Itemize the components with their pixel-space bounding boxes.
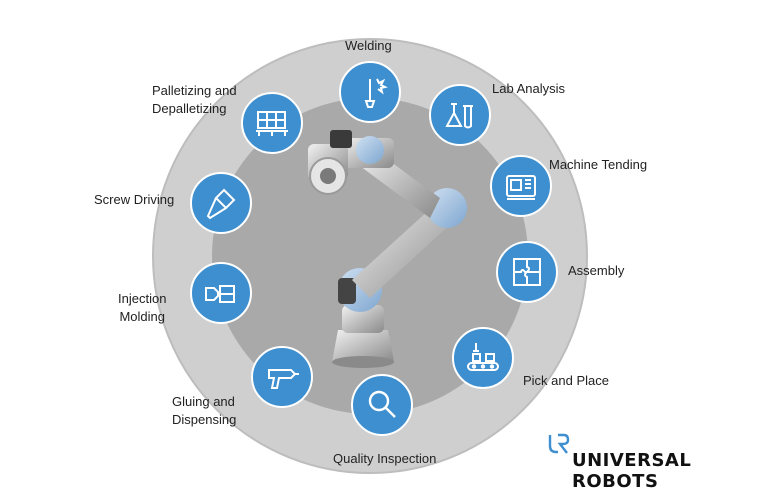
gluing-dispensing-node bbox=[251, 346, 313, 408]
conveyor-icon bbox=[467, 343, 499, 371]
glue-gun-icon bbox=[268, 369, 299, 389]
screwdriver-icon bbox=[206, 188, 236, 220]
label-gluing-dispensing: Gluing and Dispensing bbox=[172, 393, 236, 429]
cnc-machine-icon bbox=[506, 175, 536, 200]
label-palletizing-line2: Depalletizing bbox=[152, 101, 227, 116]
label-machine-tending: Machine Tending bbox=[549, 157, 648, 172]
puzzle-icon bbox=[513, 258, 541, 286]
label-pick-and-place: Pick and Place bbox=[523, 373, 609, 388]
label-palletizing-line1: Palletizing and bbox=[152, 83, 237, 98]
pallet-boxes-icon bbox=[256, 111, 288, 136]
label-injection-line1: Injection bbox=[118, 291, 167, 306]
label-injection-line2: Molding bbox=[119, 309, 165, 324]
lab-flask-icon bbox=[445, 103, 473, 129]
label-gluing-line2: Dispensing bbox=[172, 412, 237, 427]
magnifier-icon bbox=[368, 390, 396, 418]
universal-robots-logo: UNIVERSAL ROBOTS bbox=[546, 432, 766, 492]
welding-node bbox=[339, 61, 401, 123]
screw-driving-node bbox=[190, 172, 252, 234]
machine-tending-node bbox=[490, 155, 552, 217]
ur-logo-mark-icon bbox=[548, 433, 570, 454]
label-palletizing: Palletizing and Depalletizing bbox=[152, 82, 237, 118]
welding-icon bbox=[364, 78, 388, 108]
label-assembly: Assembly bbox=[568, 263, 625, 278]
pick-and-place-node bbox=[452, 327, 514, 389]
label-lab-analysis: Lab Analysis bbox=[492, 81, 565, 96]
label-quality-inspection: Quality Inspection bbox=[333, 451, 437, 466]
label-screw-driving: Screw Driving bbox=[94, 192, 175, 207]
palletizing-node bbox=[241, 92, 303, 154]
quality-inspection-node bbox=[351, 374, 413, 436]
injection-mold-icon bbox=[205, 285, 235, 303]
injection-molding-node bbox=[190, 262, 252, 324]
label-gluing-line1: Gluing and bbox=[172, 394, 235, 409]
brand-name: UNIVERSAL ROBOTS bbox=[572, 450, 692, 492]
assembly-node bbox=[496, 241, 558, 303]
lab-analysis-node bbox=[429, 84, 491, 146]
robot-arm-illustration bbox=[308, 130, 467, 368]
label-injection-molding: Injection Molding bbox=[118, 290, 166, 326]
label-welding: Welding bbox=[345, 38, 392, 53]
